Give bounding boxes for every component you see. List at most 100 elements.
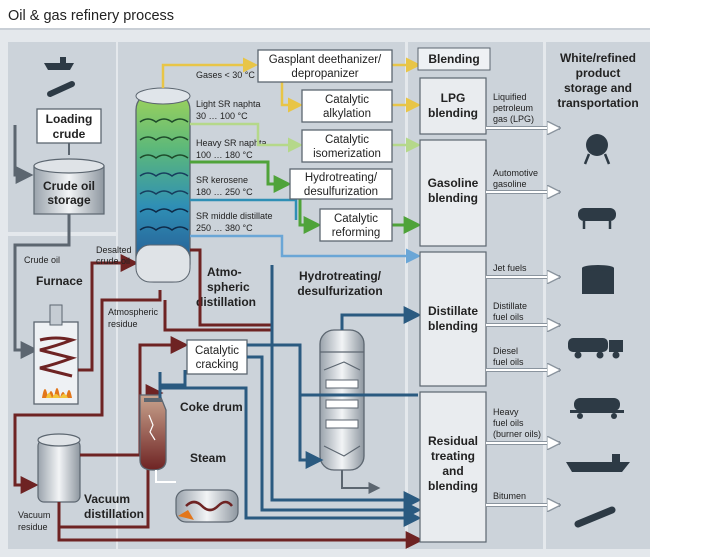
jet-fuels-label: Jet fuels (493, 263, 527, 273)
vacuum-residue-label-2: residue (18, 522, 48, 532)
flow-atmospheric-residue (13, 290, 162, 494)
flow-light-naphta (190, 122, 303, 153)
gasoline-blending-box (419, 139, 487, 247)
horizontal-tank-icon (578, 208, 616, 229)
middle-distillate-temp: 250 … 380 °C (196, 223, 253, 233)
flow-middle-distillate (190, 234, 421, 264)
flow-vacuum-residue (57, 384, 164, 529)
lpg-blending-label: LPG (441, 91, 466, 105)
flow-cracking-to-residual (247, 355, 422, 519)
vacuum-distillation-tank (37, 433, 81, 503)
flow-to-residual-top (298, 392, 418, 397)
reforming-label-2: reforming (332, 227, 381, 239)
bitumen-label: Bitumen (493, 491, 526, 501)
lpg-product-label-3: gas (LPG) (493, 114, 534, 124)
crude-oil-label: Crude oil (24, 255, 60, 265)
light-naphta-temp: 30 … 100 °C (196, 111, 248, 121)
diesel-label-2: fuel oils (493, 357, 524, 367)
flow-desalted-crude (78, 254, 139, 372)
pipeline-icon (47, 81, 75, 97)
kerosene-label: SR kerosene (196, 175, 248, 185)
hydrotreating-box-label-2: desulfurization (304, 186, 378, 198)
storage-header: White/refined (560, 51, 636, 65)
title-underline (0, 28, 650, 30)
residual-label-3: and (442, 464, 463, 478)
gasoline-product-label: Automotive (493, 168, 538, 178)
atm-residue-label: Atmospheric (108, 307, 159, 317)
crude-oil-storage-label: Crude oil (43, 179, 95, 193)
gasplant-box (257, 49, 393, 83)
panel-storage (546, 42, 650, 549)
flow-vacuum-to-residual (57, 527, 424, 549)
flow-heavy-naphta (190, 160, 292, 193)
flow-hydrotreat-to-reforming (298, 198, 322, 234)
coke-drum-vessel (139, 394, 167, 471)
desalted-label-2: crude oil (96, 256, 130, 266)
storage-header-4: transportation (557, 96, 638, 110)
loading-crude-label: Loading (46, 112, 93, 126)
atmospheric-distillation-column (135, 87, 191, 283)
distillate-blending-label-2: blending (428, 319, 478, 333)
coke-drum-label: Coke drum (180, 400, 243, 414)
furnace-icon (33, 304, 79, 405)
vacuum-distillation-label-2: distillation (84, 507, 144, 521)
tanker-truck-icon (568, 338, 623, 359)
heavy-naphta-label: Heavy SR naphta (196, 138, 267, 148)
gasoline-product-label-2: gasoline (493, 179, 527, 189)
pipeline-icon (574, 506, 616, 528)
steam-label: Steam (190, 451, 226, 465)
lpg-product-label: Liquified (493, 92, 527, 102)
storage-header-2: product (576, 66, 621, 80)
furnace-label: Furnace (36, 274, 83, 288)
tanker-ship-icon (566, 454, 630, 472)
loading-crude-label-2: crude (53, 127, 86, 141)
residual-label: Residual (428, 434, 478, 448)
lpg-product-label-2: petroleum (493, 103, 533, 113)
hydrotreating-box-label: Hydrotreating/ (305, 172, 378, 184)
gasplant-label-2: depropanizer (291, 68, 358, 80)
alkylation-label-2: alkylation (323, 108, 371, 120)
reforming-label: Catalytic (334, 213, 378, 225)
blending-header: Blending (428, 52, 479, 66)
heavy-fuel-label: Heavy (493, 407, 519, 417)
flow-coke-drum-out (158, 386, 422, 527)
rail-tank-car-icon (570, 398, 624, 419)
flow-hydrotreater-to-distillate (340, 306, 422, 330)
isomerization-label-2: isomerization (313, 148, 381, 160)
steam-generator (175, 489, 239, 523)
hydrotreating-box (289, 168, 393, 200)
lpg-blending-box (419, 77, 487, 135)
hydrotreating-label-2: desulfurization (297, 284, 382, 298)
diesel-label: Diesel (493, 346, 518, 356)
blending-header-box (417, 47, 491, 71)
isomerization-label: Catalytic (325, 134, 369, 146)
distillate-fuel-label-2: fuel oils (493, 312, 524, 322)
desalted-label: Desalted (96, 245, 132, 255)
flow-gases (161, 57, 258, 88)
flow-ship-to-storage (13, 125, 34, 184)
alkylation-box (301, 89, 393, 123)
distillate-fuel-label: Distillate (493, 301, 527, 311)
vacuum-distillation-label: Vacuum (84, 492, 130, 506)
reforming-box (319, 208, 393, 242)
residual-label-4: blending (428, 479, 478, 493)
light-naphta-label: Light SR naphta (196, 99, 261, 109)
heavy-naphta-temp: 100 … 180 °C (196, 150, 253, 160)
cracking-label-2: cracking (196, 359, 239, 371)
gasplant-label: Gasplant deethanizer/ (269, 54, 382, 66)
vacuum-residue-label: Vacuum (18, 510, 50, 520)
atm-distillation-label: Atmo- (207, 265, 242, 279)
atm-residue-label-2: residue (108, 319, 138, 329)
gases-label: Gases < 30 °C (196, 70, 255, 80)
gasoline-blending-label: Gasoline (428, 176, 479, 190)
kerosene-temp: 180 … 250 °C (196, 187, 253, 197)
storage-tank-icon (582, 265, 614, 294)
sphere-tank-icon (583, 134, 611, 165)
isomerization-box (301, 129, 393, 163)
page-title: Oil & gas refinery process (8, 8, 175, 24)
flow-residue-loop (163, 300, 272, 332)
flow-hydrotreater-out (341, 470, 381, 494)
flow-gasplant-to-alkylation (280, 82, 303, 113)
heavy-fuel-label-2: fuel oils (493, 418, 524, 428)
